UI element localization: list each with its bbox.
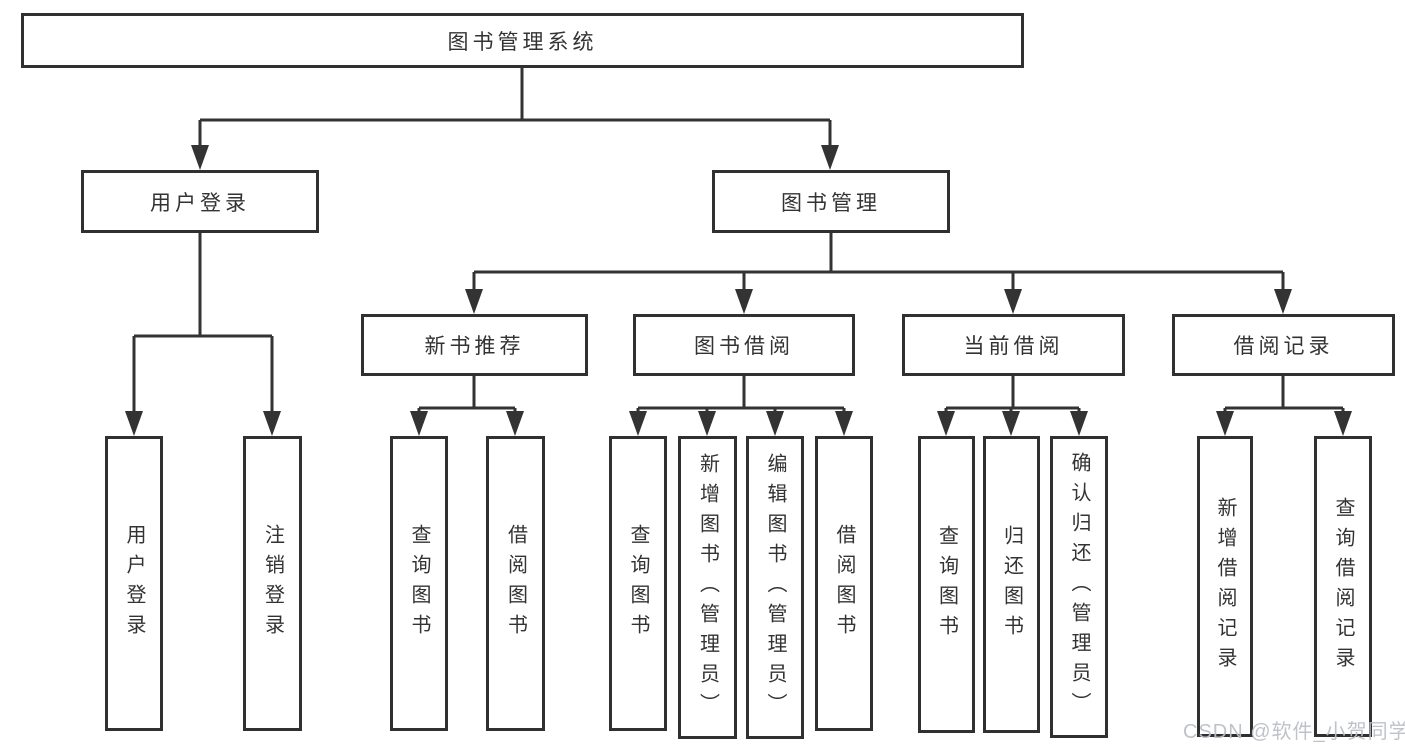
node-label: 当前借阅	[963, 335, 1064, 358]
node-label: 图书借阅	[694, 335, 794, 358]
leaf-query-books: 查询图书	[390, 436, 448, 731]
arrow-icon	[1334, 411, 1352, 436]
arrow-icon	[1002, 411, 1020, 436]
leaf-query-borrow-record: 查询借阅记录	[1314, 436, 1372, 737]
leaf-edit-books-admin: 编辑图书（管理员）	[746, 436, 804, 739]
node-new-book-recommendation: 新书推荐	[361, 314, 588, 376]
arrow-icon	[410, 411, 428, 436]
node-label: 新增借阅记录	[1214, 496, 1236, 677]
connector-current-borrow-to-leaves	[944, 376, 1081, 414]
leaf-add-borrow-record: 新增借阅记录	[1197, 436, 1253, 737]
leaf-query-books: 查询图书	[609, 436, 667, 731]
node-label: 用户登录	[123, 523, 145, 644]
arrow-icon	[465, 289, 483, 314]
leaf-borrow-books: 借阅图书	[486, 436, 545, 731]
arrow-icon	[698, 411, 716, 436]
arrow-icon	[125, 411, 143, 436]
connector-book-borrow-to-leaves	[636, 376, 846, 414]
node-borrowing-records: 借阅记录	[1172, 314, 1395, 376]
node-current-borrowing: 当前借阅	[902, 314, 1125, 376]
arrow-icon	[735, 289, 753, 314]
node-user-login: 用户登录	[81, 170, 319, 233]
node-label: 借阅记录	[1233, 335, 1334, 358]
node-label: 查询图书	[627, 523, 649, 644]
leaf-logout: 注销登录	[243, 436, 302, 731]
leaf-query-books: 查询图书	[918, 436, 975, 733]
connector-user-login-to-leaves	[132, 233, 274, 413]
node-book-management: 图书管理	[712, 170, 950, 233]
arrow-icon	[835, 411, 853, 436]
arrow-icon	[629, 411, 647, 436]
node-label: 编辑图书（管理员）	[764, 452, 786, 723]
arrow-icon	[1274, 289, 1292, 314]
leaf-user-login: 用户登录	[105, 436, 163, 731]
arrow-icon	[821, 145, 839, 170]
node-label: 归还图书	[1000, 524, 1023, 645]
arrow-icon	[263, 411, 281, 436]
leaf-return-books: 归还图书	[983, 436, 1040, 733]
arrow-icon	[191, 145, 209, 170]
connector-new-book-to-leaves	[417, 376, 517, 414]
arrow-icon	[1216, 411, 1234, 436]
node-book-borrowing: 图书借阅	[633, 314, 855, 376]
node-label: 借阅图书	[833, 523, 855, 644]
node-label: 新书推荐	[424, 335, 525, 358]
csdn-watermark: CSDN @软件_小贺同学	[1183, 721, 1405, 743]
node-label: 图书管理	[781, 191, 881, 215]
node-label: 新增图书（管理员）	[696, 452, 719, 723]
node-label: 图书管理系统	[447, 30, 598, 54]
arrow-icon	[937, 411, 955, 436]
node-label: 用户登录	[150, 191, 250, 215]
node-library-management-system: 图书管理系统	[21, 13, 1024, 68]
arrow-icon	[506, 411, 524, 436]
node-label: 注销登录	[261, 523, 284, 644]
node-label: 查询图书	[935, 524, 958, 645]
node-label: 查询图书	[408, 523, 430, 644]
leaf-add-books-admin: 新增图书（管理员）	[678, 436, 737, 739]
arrow-icon	[766, 411, 784, 436]
connector-borrow-records-to-leaves	[1223, 376, 1345, 414]
arrowheads	[125, 145, 1352, 436]
arrow-icon	[1004, 289, 1022, 314]
connector-book-management-to-level3	[472, 233, 1285, 291]
arrow-icon	[1070, 411, 1088, 436]
node-label: 借阅图书	[504, 523, 527, 644]
leaf-confirm-return-admin: 确认归还（管理员）	[1050, 436, 1108, 738]
leaf-borrow-books: 借阅图书	[815, 436, 873, 731]
node-label: 查询借阅记录	[1332, 496, 1354, 677]
node-label: 确认归还（管理员）	[1068, 452, 1090, 722]
connector-root-to-level2	[198, 68, 832, 147]
